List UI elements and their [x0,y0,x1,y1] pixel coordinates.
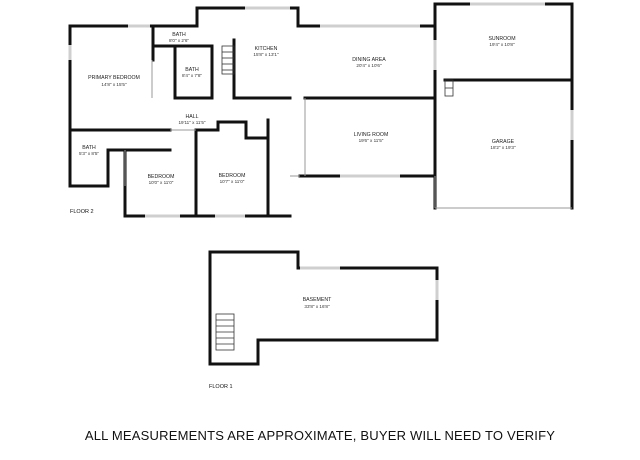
floor2-thin-walls [124,60,572,209]
bath-small-name: BATH [172,32,186,38]
kitchen-name: KITCHEN [255,46,278,52]
floor2-stairs [221,45,454,97]
bedroom-2-name: BEDROOM [219,173,246,179]
basement-labels: BASEMENT 33'8" x 16'8" FLOOR 1 [209,297,332,390]
dining-area-name: DINING AREA [352,57,386,63]
bath-mid-dim: 8'4" x 7'8" [182,73,202,78]
basement-dim: 33'8" x 16'8" [304,304,330,309]
garage-dim: 18'2" x 19'3" [490,145,516,150]
bedroom-1-name: BEDROOM [148,174,175,180]
living-room-dim: 19'6" x 11'5" [359,138,384,143]
sunroom-name: SUNROOM [488,36,515,42]
bath-left-name: BATH [82,145,96,151]
floor2-label: FLOOR 2 [70,209,94,215]
bath-left-dim: 5'3" x 8'5" [79,151,99,156]
sunroom-dim: 19'4" x 10'8" [489,42,515,47]
garage-name: GARAGE [492,139,515,145]
dining-area-dim: 20'4" x 10'6" [356,63,382,68]
basement-windows [300,266,439,300]
disclaimer-text: ALL MEASUREMENTS ARE APPROXIMATE, BUYER … [84,428,556,443]
primary-bedroom-dim: 14'8" x 15'5" [101,82,127,87]
primary-bedroom-name: PRIMARY BEDROOM [88,75,140,81]
kitchen-dim: 15'8" x 13'1" [253,52,279,57]
bath-mid-name: BATH [185,67,199,73]
living-room-name: LIVING ROOM [354,132,389,138]
floor2-labels: PRIMARY BEDROOM 14'8" x 15'5" BATH 8'0" … [70,32,516,215]
floor1-label: FLOOR 1 [209,384,233,390]
bedroom-1-dim: 10'0" x 11'0" [149,180,174,185]
bedroom-2-dim: 10'7" x 11'0" [220,179,245,184]
basement-name: BASEMENT [303,297,332,303]
hall-dim: 19'11" x 11'5" [178,120,205,125]
basement-stairs [215,313,235,351]
basement-walls [208,250,439,366]
bath-small-dim: 8'0" x 2'6" [169,38,189,43]
hall-name: HALL [186,114,199,120]
floor-plan: PRIMARY BEDROOM 14'8" x 15'5" BATH 8'0" … [68,2,574,390]
floor2-walls [68,2,574,218]
floor2-windows [68,2,574,218]
